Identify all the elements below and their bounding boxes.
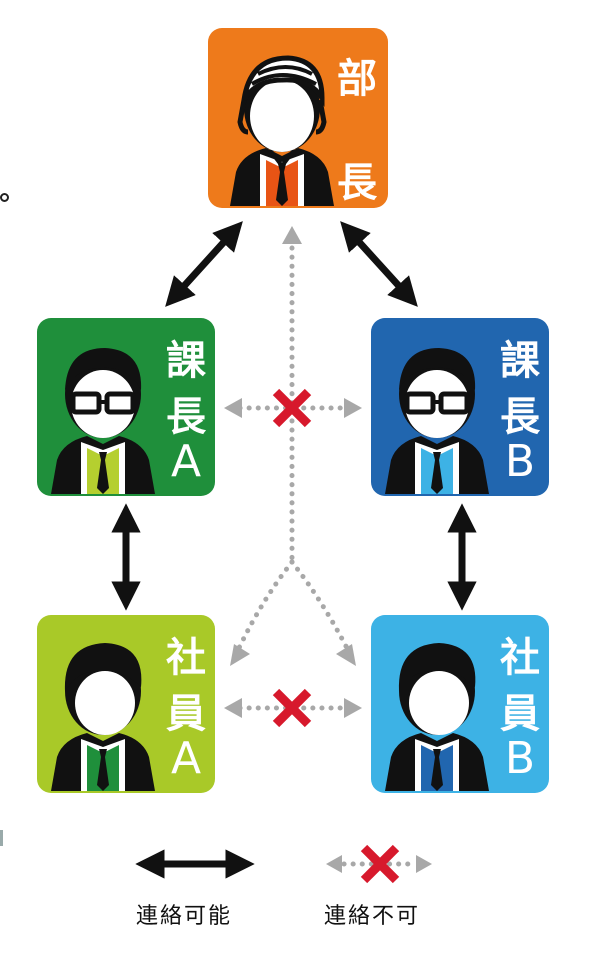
edge-circle-mark	[0, 193, 9, 202]
role-label-shain-a-2: 員	[166, 691, 206, 737]
gray-arrowhead-down-left	[230, 644, 250, 666]
legend-label-possible: 連絡可能	[136, 904, 233, 929]
gray-arrowhead-left-lower	[224, 698, 242, 718]
legend-label-impossible: 連絡不可	[324, 904, 421, 929]
role-label-bucho-2: 長	[337, 160, 377, 206]
role-label-shain-a-1: 社	[166, 635, 206, 681]
section-chief-a-person-icon	[51, 348, 155, 494]
card-kacho-a: 課 長 A	[37, 318, 215, 496]
gray-arrowhead-left-upper	[224, 398, 242, 418]
role-label-shain-b-2: 員	[500, 691, 540, 737]
legend-cross-icon	[360, 844, 400, 884]
legend-gray-arrowhead-right	[416, 855, 432, 873]
cross-icon-upper	[272, 388, 312, 428]
employee-b-person-icon	[385, 643, 489, 791]
role-label-shain-b-3: B	[504, 733, 536, 784]
edge-tick-mark	[0, 830, 3, 846]
role-label-kacho-a-2: 長	[166, 394, 206, 440]
arrow-bucho-kacho-b	[340, 221, 418, 307]
card-shain-b: 社 員 B	[371, 615, 549, 793]
employee-a-person-icon	[51, 643, 155, 791]
role-label-shain-a-3: A	[170, 733, 202, 784]
dotted-link-center-shain-b	[289, 559, 351, 653]
manager-person-icon	[230, 55, 334, 206]
dotted-link-center-shain-a	[235, 559, 295, 653]
arrow-bucho-kacho-a	[165, 221, 243, 307]
role-label-bucho-1: 部	[337, 56, 377, 102]
gray-arrowhead-right-lower	[344, 698, 362, 718]
role-label-kacho-b-2: 長	[500, 394, 540, 440]
role-label-kacho-b-1: 課	[500, 338, 540, 384]
card-bucho: 部 長	[208, 28, 388, 208]
gray-arrowhead-up	[282, 226, 302, 244]
card-kacho-b: 課 長 B	[371, 318, 549, 496]
role-label-kacho-b-3: B	[504, 436, 536, 487]
gray-arrowhead-down-right	[336, 644, 356, 666]
section-chief-b-person-icon	[385, 348, 489, 494]
role-label-kacho-a-3: A	[170, 436, 202, 487]
cross-icon-lower	[272, 688, 312, 728]
gray-arrowhead-right-upper	[344, 398, 362, 418]
card-shain-a: 社 員 A	[37, 615, 215, 793]
role-label-shain-b-1: 社	[500, 635, 540, 681]
role-label-kacho-a-1: 課	[166, 338, 206, 384]
legend-gray-arrowhead-left	[326, 855, 342, 873]
